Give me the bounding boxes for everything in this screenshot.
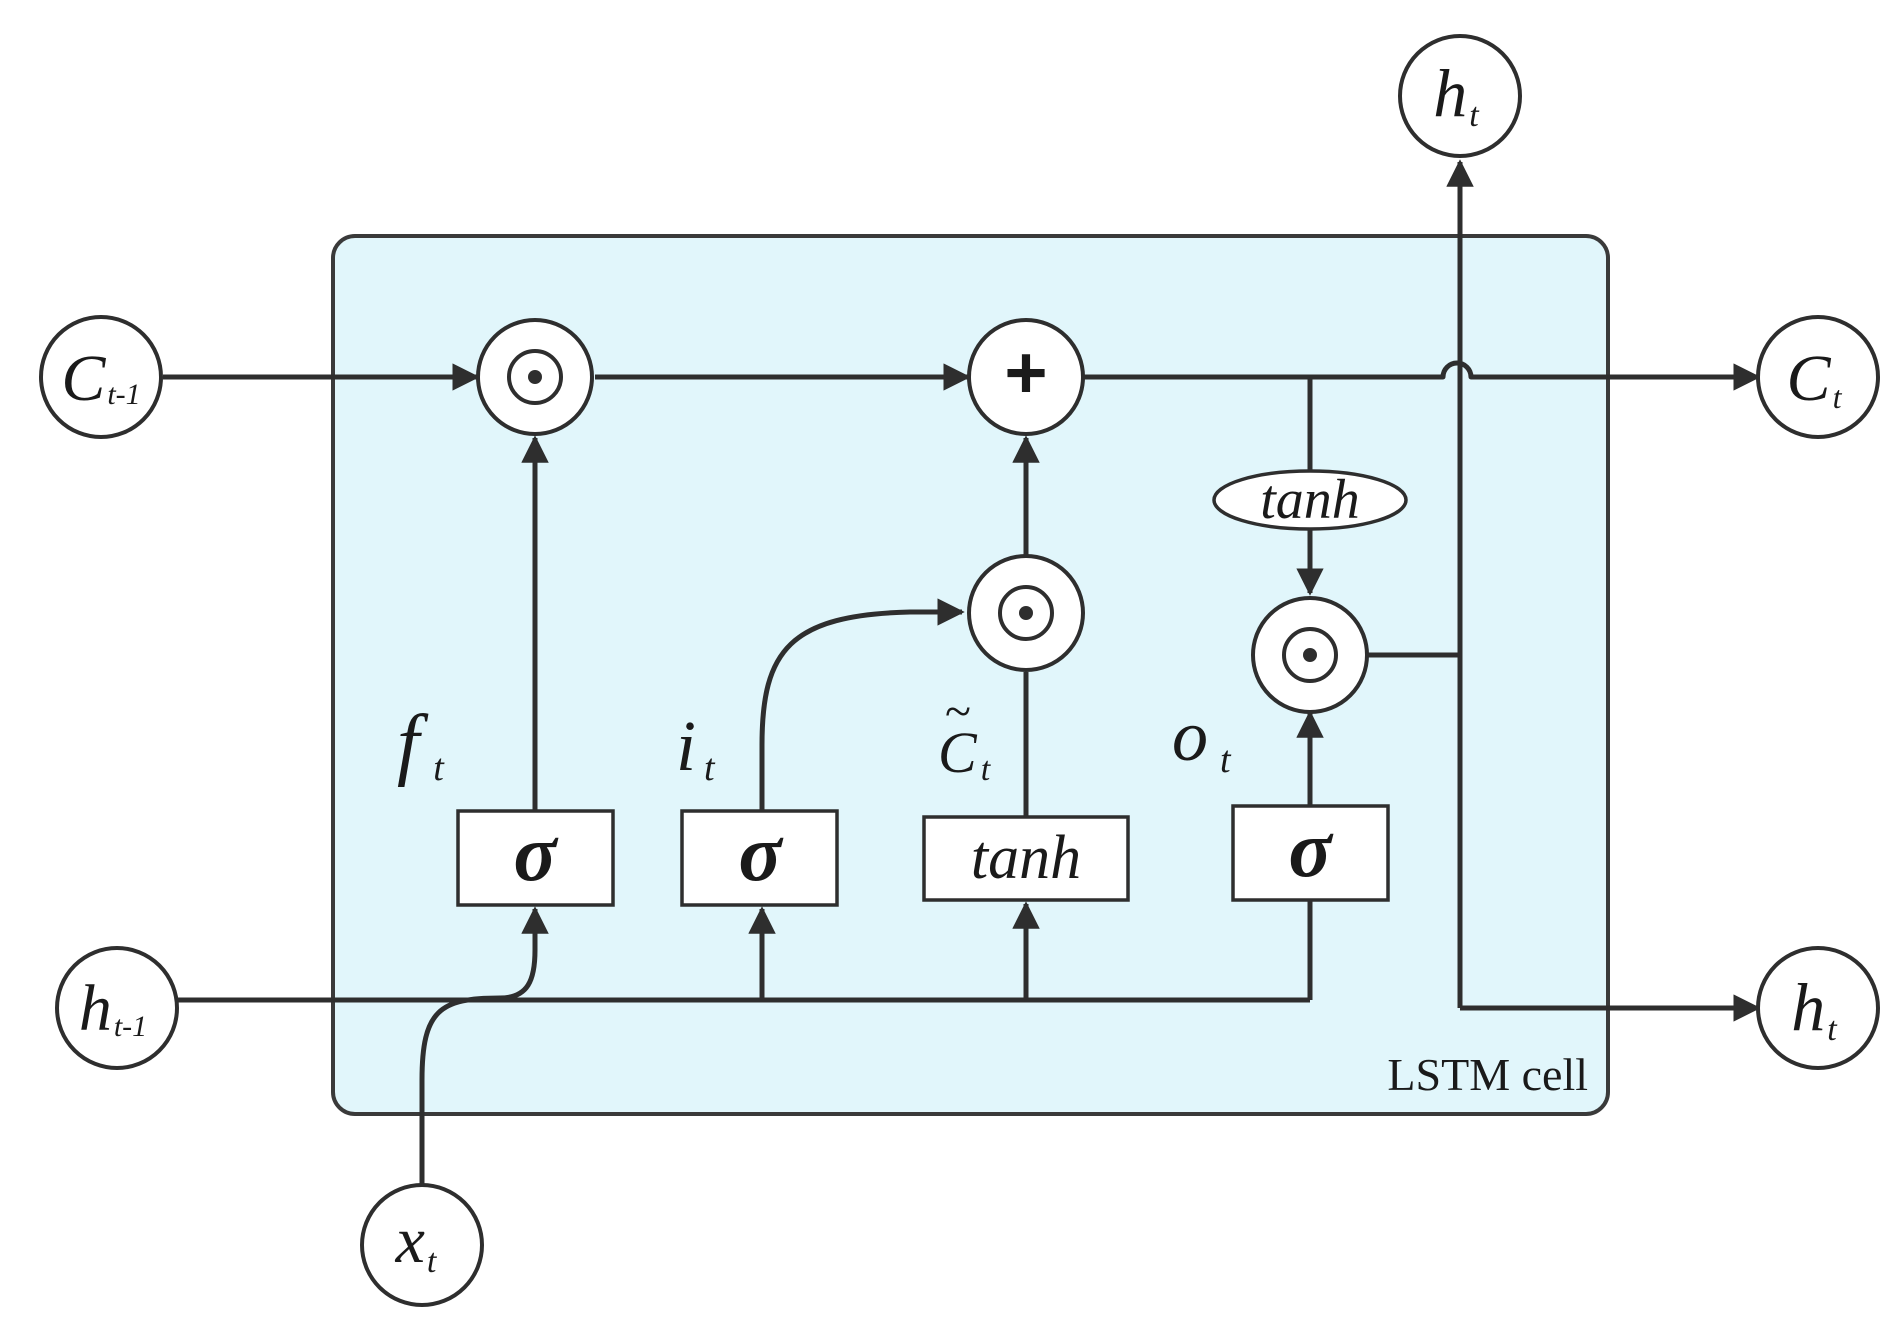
c-out-node: Ct [1756, 315, 1880, 439]
output-multiply-node [1251, 596, 1369, 714]
candidate-gate-box [922, 815, 1130, 902]
svg-text:xt: xt [395, 1204, 438, 1280]
cell-tanh-label: tanh [1260, 469, 1360, 531]
h-right-node: ht [1756, 946, 1880, 1070]
add-symbol: + [1004, 331, 1047, 414]
multiply-dot-icon [1303, 648, 1317, 662]
add-node: + [967, 318, 1085, 436]
output-gate-fn: σ [1288, 806, 1333, 894]
c-prev-node: Ct-1 [39, 315, 163, 439]
multiply-dot-icon [1019, 606, 1033, 620]
wire-add-to-c-out [1084, 360, 1761, 391]
multiply-dot-icon [528, 370, 542, 384]
svg-text:Ct-1: Ct-1 [61, 342, 140, 415]
input-gate-fn: σ [738, 810, 783, 898]
forget-multiply-node [476, 318, 594, 436]
input-gate-box [680, 809, 839, 907]
wire-input-gate-to-candidate-mul [759, 598, 965, 811]
svg-text:ht: ht [1791, 969, 1838, 1048]
output-gate-box [1231, 804, 1390, 902]
wire-x-to-forget-gate [419, 906, 549, 1188]
candidate-gate-fn: tanh [971, 824, 1081, 892]
cell-tanh-ellipse [1212, 469, 1408, 531]
forget-gate-box [456, 809, 615, 907]
x-node: xt [360, 1183, 484, 1307]
h-top-node: ht [1398, 34, 1522, 158]
candidate-multiply-node [967, 554, 1085, 672]
forget-gate-fn: σ [513, 810, 558, 898]
candidate-tilde-mark: ~ [945, 685, 971, 738]
svg-text:Ct: Ct [1787, 342, 1843, 415]
svg-text:ht: ht [1433, 55, 1480, 134]
lstm-cell-label: LSTM cell [1387, 1049, 1588, 1100]
svg-text:ht-1: ht-1 [79, 972, 147, 1045]
h-prev-node: ht-1 [55, 946, 179, 1070]
